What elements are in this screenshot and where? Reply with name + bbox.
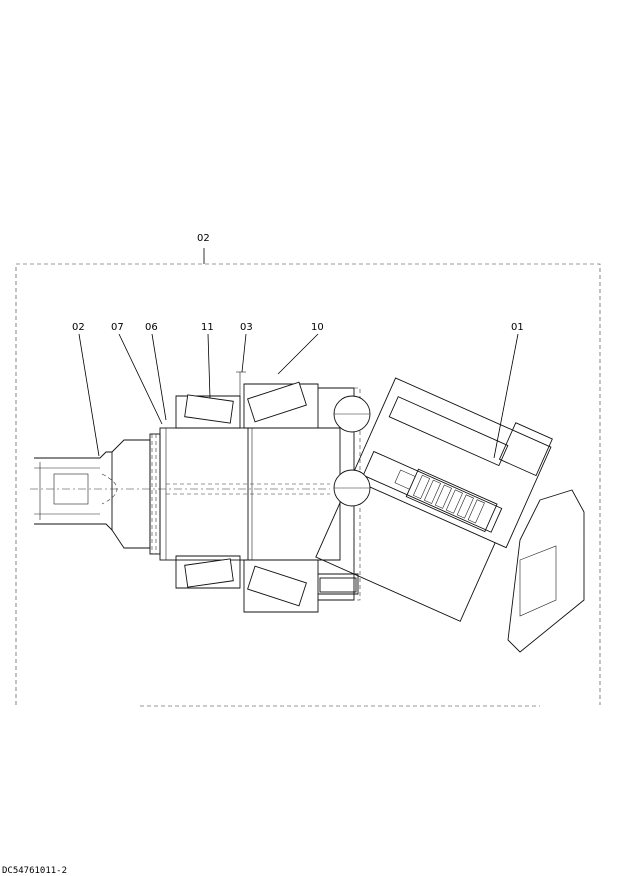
housing-body xyxy=(30,427,341,561)
drawing-code: DC54761011-2 xyxy=(2,866,68,876)
group-label: 02 xyxy=(197,233,210,244)
output-shaft xyxy=(34,451,118,532)
tapered-roller-bearing-right xyxy=(236,371,319,613)
callout-11: 11 xyxy=(201,322,214,333)
swash-plate xyxy=(507,489,585,653)
leader-lines xyxy=(78,333,519,459)
group-boundary xyxy=(15,248,601,705)
callout-03: 03 xyxy=(240,322,253,333)
callout-02: 02 xyxy=(72,322,85,333)
callout-06: 06 xyxy=(145,322,158,333)
rotating-group xyxy=(315,377,553,622)
callout-07: 07 xyxy=(111,322,124,333)
ball-joints xyxy=(333,395,371,507)
spring-stack xyxy=(394,468,498,533)
callout-01: 01 xyxy=(511,322,524,333)
tapered-roller-bearing-left xyxy=(175,394,241,589)
callout-10: 10 xyxy=(311,322,324,333)
